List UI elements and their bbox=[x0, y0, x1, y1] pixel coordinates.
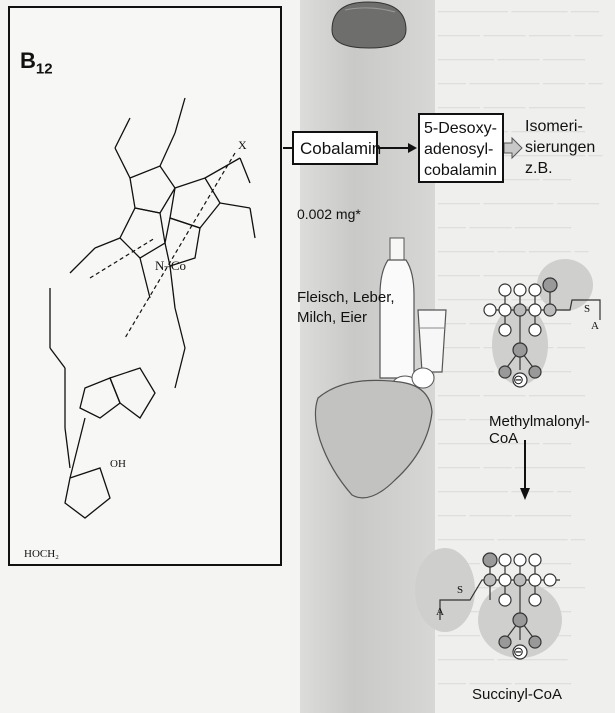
cobalamin-structure-panel: B12 N–Co X HOCH₂ OH bbox=[8, 6, 282, 566]
isomerization-text: Isomeri- sierungen z.B. bbox=[525, 116, 595, 179]
minus-succinyl: ⊖ bbox=[513, 644, 524, 659]
bleed-through-text: ————— ———— ————— ——— ——— —————— ——— ————… bbox=[438, 4, 603, 691]
sources-line-2: Milch, Eier bbox=[297, 309, 368, 326]
desoxy-line-2: adenosyl- bbox=[424, 141, 494, 158]
arrow-to-isomer bbox=[503, 136, 523, 160]
food-sources: Fleisch, Leber, Milch, Eier bbox=[297, 288, 395, 328]
cobalamin-label: Cobalamin bbox=[300, 139, 382, 158]
desoxyadenosylcobalamin-box: 5-Desoxy- adenosyl- cobalamin bbox=[418, 113, 504, 183]
oh-label: OH bbox=[110, 458, 126, 470]
daily-dose: 0.002 mg* bbox=[297, 206, 361, 222]
isomer-line-3: z.B. bbox=[525, 160, 553, 177]
bread-icon bbox=[331, 1, 407, 49]
isomer-line-1: Isomeri- bbox=[525, 118, 583, 135]
s-label-methylmalonyl: S bbox=[584, 303, 591, 315]
glass-icon bbox=[417, 309, 447, 373]
s-label-succinyl: S bbox=[457, 584, 464, 596]
succinyl-coa-label: Succinyl-CoA bbox=[472, 686, 563, 703]
panel-title: B12 bbox=[20, 48, 53, 78]
liver-icon bbox=[314, 379, 433, 499]
isomer-line-2: sierungen bbox=[525, 139, 596, 156]
cobalamin-box: Cobalamin bbox=[292, 131, 382, 165]
sources-line-1: Fleisch, Leber, bbox=[297, 289, 395, 306]
a-label-methylmalonyl: A bbox=[591, 320, 599, 332]
methylmalonyl-molecule bbox=[483, 259, 601, 388]
succinyl-molecule bbox=[415, 548, 562, 660]
desoxy-line-1: 5-Desoxy- bbox=[424, 120, 497, 137]
center-label: N–Co bbox=[155, 258, 187, 273]
x-label: X bbox=[238, 138, 247, 152]
methylmalonyl-coa-label: Methylmalonyl-CoA bbox=[489, 413, 590, 447]
desoxy-line-3: cobalamin bbox=[424, 162, 497, 179]
cobalamin-structure-diagram bbox=[49, 97, 256, 519]
a-label-succinyl: A bbox=[436, 606, 444, 618]
hoch2-label: HOCH₂ bbox=[24, 548, 60, 560]
minus-methylmalonyl: ⊖ bbox=[513, 372, 524, 387]
